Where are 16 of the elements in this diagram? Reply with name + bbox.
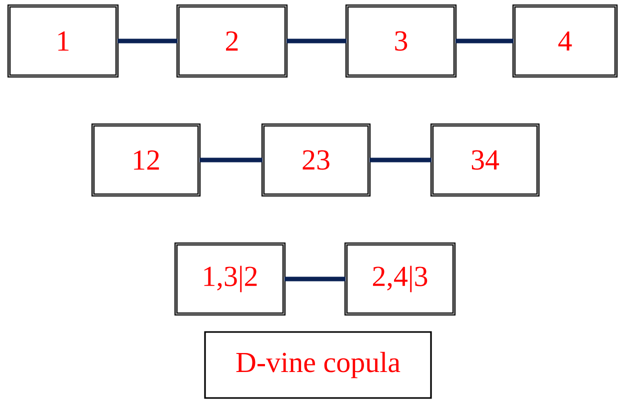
text-box: 1: [7, 4, 119, 78]
caption-box: D-vine copula: [204, 331, 432, 399]
connector-line: [286, 38, 346, 44]
text-box: 3: [345, 4, 457, 78]
text-box: 1,3|2: [174, 242, 286, 316]
text-box: 2,4|3: [344, 242, 456, 316]
text-box: 23: [261, 123, 371, 197]
connector-line: [200, 158, 262, 162]
connector-line: [118, 38, 178, 44]
text-box: 34: [430, 123, 540, 197]
connector-line: [284, 276, 346, 282]
text-box: 12: [91, 123, 201, 197]
connector-line: [456, 38, 514, 44]
text-box: 4: [512, 4, 618, 78]
text-box: 2: [176, 4, 288, 78]
connector-line: [370, 158, 432, 162]
